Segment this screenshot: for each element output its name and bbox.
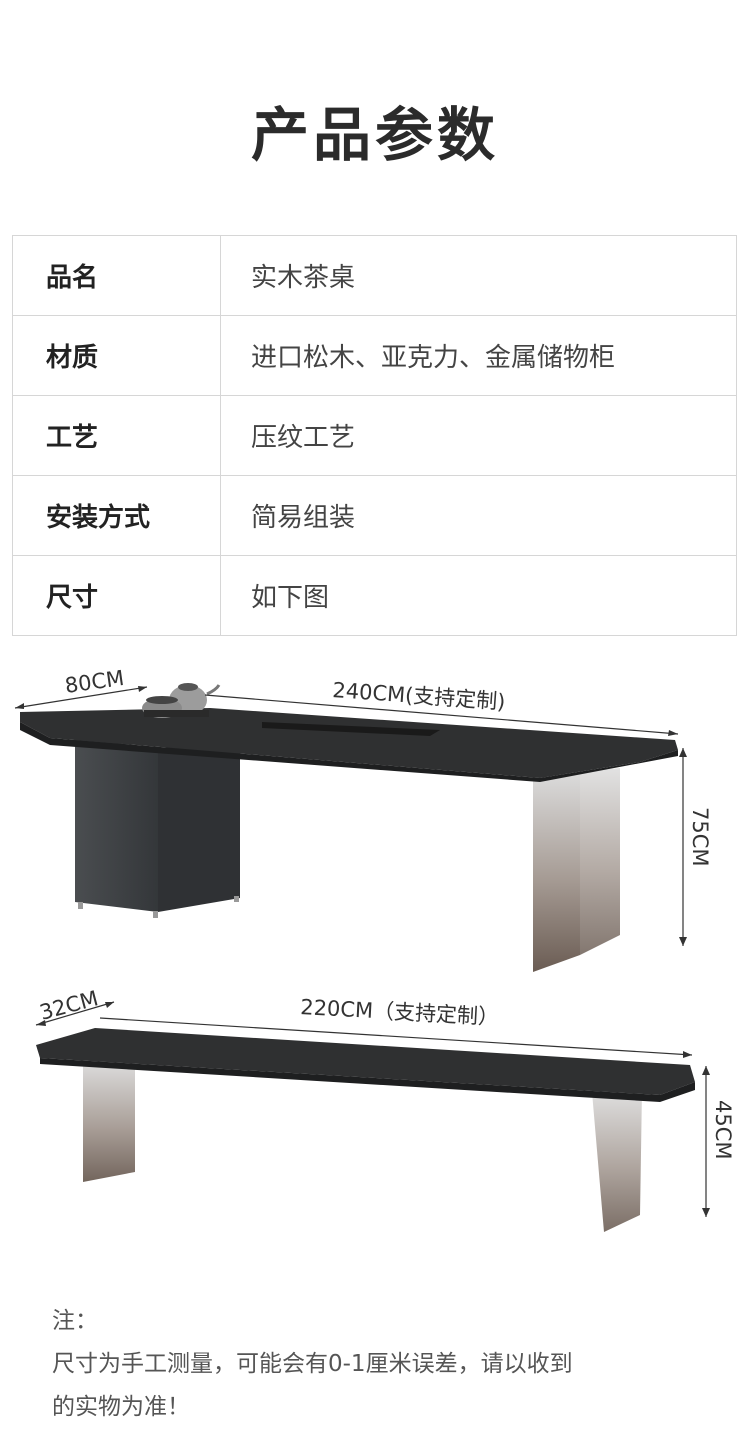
note-label: 注： xyxy=(52,1308,98,1334)
acrylic-leg-side xyxy=(580,768,620,955)
cabinet-foot xyxy=(234,896,239,902)
spec-key: 尺寸 xyxy=(12,555,221,636)
tea-tray-slot xyxy=(262,722,440,736)
cabinet-foot xyxy=(78,902,83,909)
bench-height-label: 45CM xyxy=(711,1100,735,1160)
spec-value: 实木茶桌 xyxy=(220,235,737,316)
kettle-set xyxy=(142,683,221,718)
spec-key: 工艺 xyxy=(12,395,221,476)
spec-row-material: 材质 进口松木、亚克力、金属储物柜 xyxy=(12,315,737,396)
bench-top xyxy=(36,1028,695,1095)
page-title: 产品参数 xyxy=(250,101,499,169)
table-height-label: 75CM xyxy=(688,807,712,867)
spec-key: 安装方式 xyxy=(12,475,221,556)
bench-drawing xyxy=(36,1028,695,1232)
spec-row-craft: 工艺 压纹工艺 xyxy=(12,395,737,476)
tabletop-edge xyxy=(20,722,678,782)
table-dimension-lines xyxy=(14,686,687,946)
bench-acrylic-leg xyxy=(592,1090,642,1232)
spec-key: 品名 xyxy=(12,235,221,316)
note-line: 尺寸为手工测量，可能会有0-1厘米误差，请以收到 xyxy=(52,1351,573,1377)
spec-value: 压纹工艺 xyxy=(220,395,737,476)
storage-cabinet xyxy=(75,738,158,912)
table-length-label: 240CM(支持定制) xyxy=(332,678,507,714)
spec-table: 品名 实木茶桌 材质 进口松木、亚克力、金属储物柜 工艺 压纹工艺 安装方式 简… xyxy=(12,235,737,636)
cabinet-foot xyxy=(153,911,158,918)
table-depth-label: 80CM xyxy=(63,666,125,698)
spec-row-size: 尺寸 如下图 xyxy=(12,555,737,636)
measurement-note: 注： 尺寸为手工测量，可能会有0-1厘米误差，请以收到 的实物为准！ xyxy=(52,1300,712,1429)
spec-value: 简易组装 xyxy=(220,475,737,556)
bench-top-edge xyxy=(40,1058,695,1102)
spec-key: 材质 xyxy=(12,315,221,396)
dimension-illustration: 80CM 240CM(支持定制) 75CM 32CM 220CM（支持定制） 4… xyxy=(14,666,735,1232)
tea-tabletop xyxy=(20,708,678,778)
note-line: 的实物为准！ xyxy=(52,1394,190,1420)
spec-value: 如下图 xyxy=(220,555,737,636)
cabinet-side xyxy=(158,742,240,912)
acrylic-leg xyxy=(533,772,580,972)
tea-table-drawing xyxy=(20,683,678,972)
bench-dimension-lines xyxy=(35,1001,710,1217)
bench-acrylic-leg xyxy=(83,1060,135,1182)
spec-value: 进口松木、亚克力、金属储物柜 xyxy=(220,315,737,396)
bench-depth-label: 32CM xyxy=(37,986,101,1025)
spec-row-name: 品名 实木茶桌 xyxy=(12,235,737,316)
bench-length-label: 220CM（支持定制） xyxy=(300,995,500,1029)
spec-row-install: 安装方式 简易组装 xyxy=(12,475,737,556)
